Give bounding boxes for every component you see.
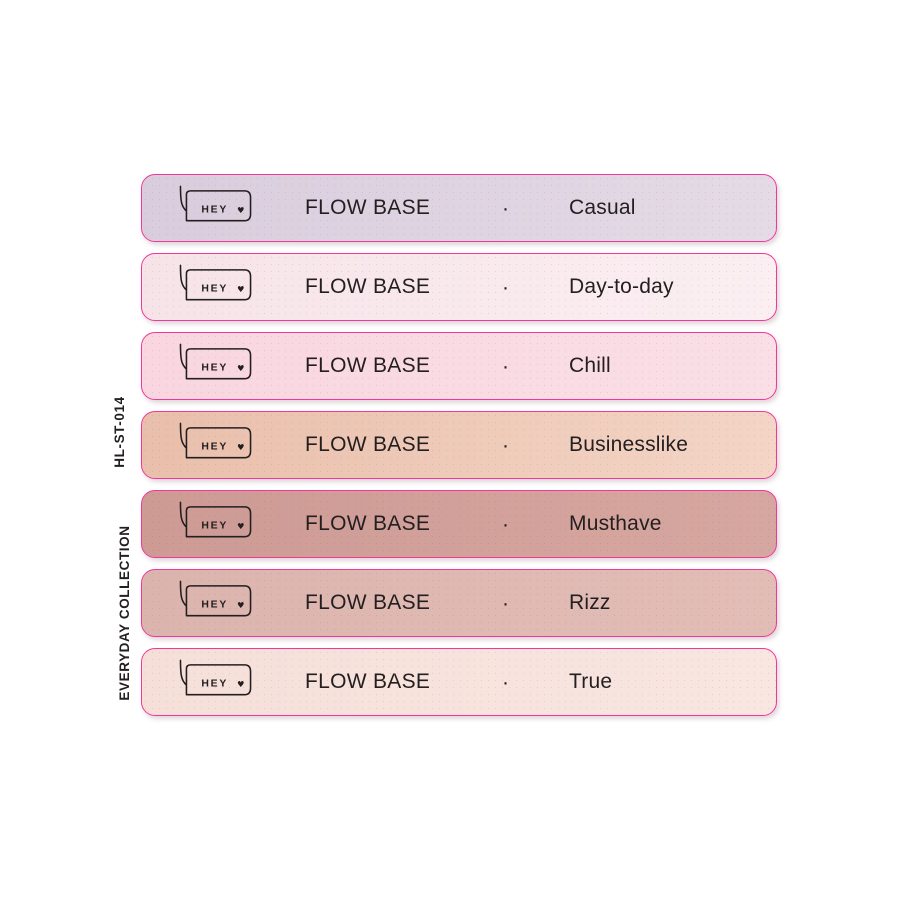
- hey-bubble-logo: HEY ♥: [179, 185, 252, 222]
- hey-bubble-logo: HEY ♥: [179, 264, 252, 301]
- variant-name-text: Casual: [569, 196, 636, 219]
- heart-icon: ♥: [237, 442, 244, 452]
- product-name-text: FLOW BASE: [305, 354, 431, 377]
- heart-icon: ♥: [237, 284, 244, 294]
- hey-bubble-logo: HEY ♥: [179, 580, 252, 617]
- separator-dot: ·: [502, 591, 509, 615]
- hey-bubble-logo: HEY ♥: [179, 422, 252, 459]
- collection-name-label: EVERYDAY COLLECTION: [117, 525, 132, 701]
- heart-icon: ♥: [237, 600, 244, 610]
- product-name-text: FLOW BASE: [305, 512, 431, 535]
- shade-row-true[interactable]: HEY ♥ FLOW BASE · True: [141, 648, 777, 716]
- hey-bubble-logo: HEY ♥: [179, 501, 252, 538]
- product-name-text: FLOW BASE: [305, 670, 431, 693]
- variant-name-text: Chill: [569, 354, 611, 377]
- separator-dot: ·: [502, 196, 509, 220]
- shade-row-day-to-day[interactable]: HEY ♥ FLOW BASE · Day-to-day: [141, 253, 777, 321]
- hey-wordmark-text: HEY: [201, 520, 228, 531]
- heart-icon: ♥: [237, 679, 244, 689]
- separator-dot: ·: [502, 275, 509, 299]
- separator-dot: ·: [502, 433, 509, 457]
- shade-row-casual[interactable]: HEY ♥ FLOW BASE · Casual: [141, 174, 777, 242]
- shade-row-list: HEY ♥ FLOW BASE · Casual HEY ♥ FLOW BASE…: [141, 174, 777, 716]
- hey-wordmark-text: HEY: [201, 441, 228, 452]
- hey-wordmark-text: HEY: [201, 204, 228, 215]
- shade-row-businesslike[interactable]: HEY ♥ FLOW BASE · Businesslike: [141, 411, 777, 479]
- hey-bubble-logo: HEY ♥: [179, 659, 252, 696]
- product-name-text: FLOW BASE: [305, 591, 431, 614]
- variant-name-text: Day-to-day: [569, 275, 674, 298]
- hey-wordmark-text: HEY: [201, 362, 228, 373]
- shade-row-chill[interactable]: HEY ♥ FLOW BASE · Chill: [141, 332, 777, 400]
- separator-dot: ·: [502, 512, 509, 536]
- product-name-text: FLOW BASE: [305, 275, 431, 298]
- shade-row-musthave[interactable]: HEY ♥ FLOW BASE · Musthave: [141, 490, 777, 558]
- collection-code-label: HL-ST-014: [112, 396, 127, 468]
- hey-wordmark-text: HEY: [201, 599, 228, 610]
- hey-wordmark-text: HEY: [201, 678, 228, 689]
- heart-icon: ♥: [237, 521, 244, 531]
- separator-dot: ·: [502, 670, 509, 694]
- hey-wordmark-text: HEY: [201, 283, 228, 294]
- variant-name-text: Musthave: [569, 512, 662, 535]
- heart-icon: ♥: [237, 205, 244, 215]
- product-name-text: FLOW BASE: [305, 433, 431, 456]
- hey-bubble-logo: HEY ♥: [179, 343, 252, 380]
- variant-name-text: True: [569, 670, 613, 693]
- variant-name-text: Rizz: [569, 591, 611, 614]
- separator-dot: ·: [502, 354, 509, 378]
- shade-row-rizz[interactable]: HEY ♥ FLOW BASE · Rizz: [141, 569, 777, 637]
- product-name-text: FLOW BASE: [305, 196, 431, 219]
- variant-name-text: Businesslike: [569, 433, 689, 456]
- heart-icon: ♥: [237, 363, 244, 373]
